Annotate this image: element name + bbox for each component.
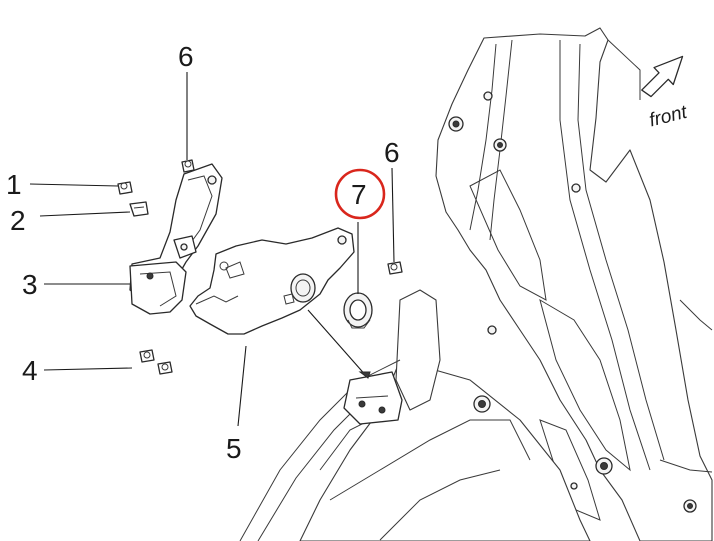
callout-3: 3	[22, 269, 38, 300]
callout-7: 7	[351, 179, 367, 210]
part-6-screw-top	[181, 159, 195, 173]
callout-6-right: 6	[384, 137, 400, 168]
leader-lines	[29, 72, 395, 427]
part-3-bracket	[129, 163, 223, 315]
callout-6-top: 6	[178, 41, 194, 72]
part-2-clip-nut	[129, 201, 149, 217]
part-7-grommet	[343, 292, 373, 329]
front-arrow-icon	[641, 55, 684, 98]
callout-4: 4	[22, 355, 38, 386]
part-1-screw	[117, 181, 133, 195]
part-4-screws	[139, 349, 173, 375]
callout-2: 2	[10, 205, 26, 236]
part-5-cover-panel	[189, 227, 355, 335]
frame-assembly	[239, 27, 713, 541]
front-direction-label: front	[647, 102, 690, 132]
callout-1: 1	[6, 169, 22, 200]
highlight-circle-7	[334, 168, 386, 220]
callout-5: 5	[226, 433, 242, 464]
part-6-screw-right	[387, 261, 403, 275]
